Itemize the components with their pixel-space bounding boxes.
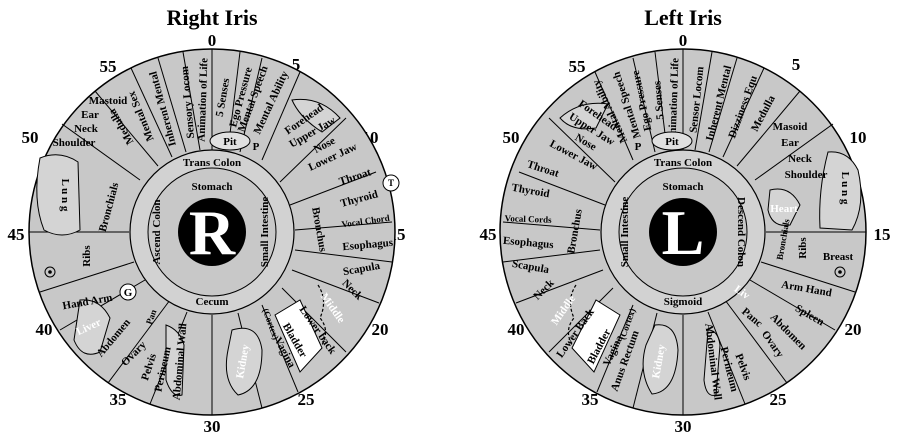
left-pit-label: Pit bbox=[665, 136, 679, 148]
clock-35: 35 bbox=[582, 390, 599, 409]
left-heart-shape bbox=[767, 188, 801, 226]
clock-55: 55 bbox=[569, 57, 586, 76]
kidney-label: Kidney bbox=[234, 343, 252, 379]
left-kidney-shape bbox=[642, 324, 679, 395]
neck-label: Neck bbox=[788, 153, 813, 165]
right-pit-label: Pit bbox=[223, 136, 237, 148]
shoulder-label: Shoulder bbox=[53, 137, 96, 149]
right-g-label: G bbox=[124, 287, 133, 299]
ear-label: Ear bbox=[781, 137, 799, 149]
clock-30: 30 bbox=[204, 417, 221, 436]
right-iris-title: Right Iris bbox=[166, 5, 258, 30]
left-clock-numbers: 0 5 10 15 20 25 30 35 40 45 50 55 bbox=[480, 31, 891, 436]
clock-50: 50 bbox=[503, 128, 520, 147]
clock-0: 0 bbox=[679, 31, 688, 50]
right-iris: R Trans Colon Stomach Cecum Ascend Colon… bbox=[28, 48, 400, 416]
lung-label: L u n g bbox=[59, 179, 71, 212]
esophagus-label: Esophagus bbox=[342, 237, 394, 253]
animation-label: Animation of Life bbox=[196, 58, 211, 142]
trans-colon-label: Trans Colon bbox=[183, 157, 241, 169]
vocal-cords-label: Vocal Cords bbox=[504, 213, 552, 225]
right-pupil bbox=[178, 198, 246, 266]
ear-label: Ear bbox=[81, 109, 99, 121]
clock-10: 10 bbox=[850, 128, 867, 147]
clock-30: 30 bbox=[675, 417, 692, 436]
right-breast-circle bbox=[44, 266, 56, 278]
clock-35: 35 bbox=[110, 390, 127, 409]
left-abdominal-shape bbox=[703, 329, 721, 396]
mastoid-label: Masoid bbox=[773, 121, 808, 133]
small-intestine-label: Small Intestine bbox=[259, 197, 271, 268]
left-pupil-letter: L bbox=[662, 197, 705, 268]
right-kidney-shape bbox=[225, 327, 263, 396]
clock-25: 25 bbox=[770, 390, 787, 409]
cecum-label: Cecum bbox=[196, 296, 229, 308]
sigmoid-label: Sigmoid bbox=[664, 296, 703, 308]
left-p-label: P bbox=[635, 141, 642, 153]
shoulder-label: Shoulder bbox=[785, 169, 828, 181]
right-bladder-white bbox=[274, 299, 323, 373]
clock-45: 45 bbox=[480, 225, 497, 244]
clock-20: 20 bbox=[372, 320, 389, 339]
clock-5: 5 bbox=[792, 55, 801, 74]
left-iris: L Trans Colon Stomach Sigmoid Descend Co… bbox=[499, 48, 867, 416]
senses-label: 5 Senses bbox=[651, 80, 666, 120]
descend-colon-label: Descend Colon bbox=[735, 197, 747, 267]
ascend-colon-label: Ascend Colon bbox=[151, 199, 163, 264]
clock-5: 5 bbox=[292, 55, 301, 74]
right-pupil-letter: R bbox=[189, 197, 236, 268]
esophagus-label: Esophagus bbox=[502, 235, 554, 251]
clock-40: 40 bbox=[508, 320, 525, 339]
lung-label: L u n g bbox=[839, 172, 851, 205]
neck-label: Neck bbox=[74, 123, 99, 135]
right-pit-oval bbox=[209, 131, 251, 151]
breast-label: Breast bbox=[823, 251, 854, 263]
pan-label: Pan bbox=[144, 308, 159, 326]
clock-40: 40 bbox=[36, 320, 53, 339]
clock-45: 45 bbox=[8, 225, 25, 244]
right-lung-shape bbox=[36, 154, 81, 236]
right-t-circle bbox=[382, 174, 400, 192]
left-pupil bbox=[649, 198, 717, 266]
right-t-label: T bbox=[388, 178, 394, 188]
stomach-label: Stomach bbox=[192, 181, 233, 193]
clock-25: 25 bbox=[298, 390, 315, 409]
clock-55: 55 bbox=[100, 57, 117, 76]
trans-colon-label: Trans Colon bbox=[654, 157, 712, 169]
right-g-circle bbox=[119, 283, 137, 301]
clock-20: 20 bbox=[845, 320, 862, 339]
right-clock-numbers: 0 5 10 15 20 25 30 35 40 45 50 55 bbox=[8, 31, 406, 436]
right-breast-dot bbox=[48, 270, 52, 274]
left-breast-dot bbox=[838, 270, 842, 274]
right-abdominal-shape bbox=[165, 324, 185, 396]
heart-label: Heart bbox=[770, 203, 798, 215]
animation-label: Animation of Life bbox=[667, 58, 682, 142]
left-iris-title: Left Iris bbox=[644, 5, 722, 30]
clock-0: 0 bbox=[208, 31, 217, 50]
left-bladder-white bbox=[571, 299, 621, 373]
ribs-label: Ribs bbox=[797, 237, 809, 259]
small-intestine-label: Small Intestine bbox=[619, 197, 631, 268]
mastoid-label: Mastoid bbox=[89, 95, 128, 107]
kidney-label: Kidney bbox=[650, 343, 668, 379]
stomach-label: Stomach bbox=[663, 181, 704, 193]
left-breast-circle bbox=[834, 266, 846, 278]
right-jaw-shape bbox=[291, 98, 341, 133]
right-liver-shape bbox=[73, 299, 111, 355]
left-pit-oval bbox=[651, 131, 693, 151]
ribs-label: Ribs bbox=[81, 245, 93, 267]
left-lung-shape bbox=[819, 151, 862, 231]
left-jaw-shape bbox=[559, 102, 609, 130]
clock-50: 50 bbox=[22, 128, 39, 147]
right-p-label: P bbox=[253, 141, 260, 153]
clock-15: 15 bbox=[874, 225, 891, 244]
